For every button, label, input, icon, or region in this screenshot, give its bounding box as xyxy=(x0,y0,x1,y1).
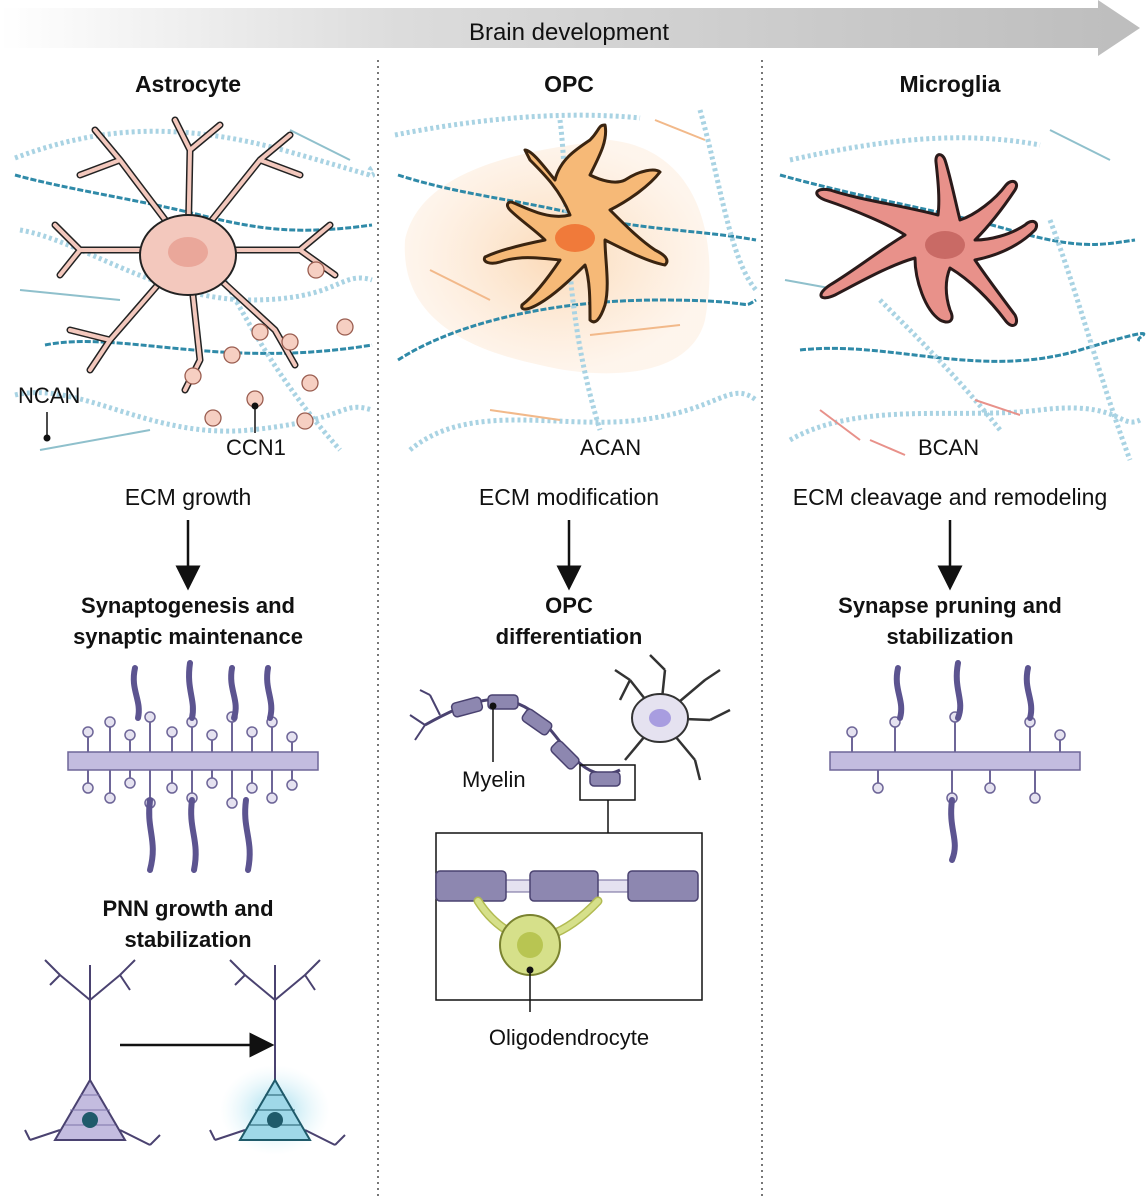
opc-cell xyxy=(482,123,669,324)
myelin-label: Myelin xyxy=(462,767,526,792)
neuron-with-pnn xyxy=(209,959,346,1155)
ncan-pointer-dot xyxy=(43,434,51,442)
outcome-opc-line1: OPC xyxy=(545,593,593,618)
myelin-pointer-dot xyxy=(489,702,497,710)
banner-label: Brain development xyxy=(469,19,669,46)
ecm-microglia-region xyxy=(779,129,1146,461)
synapse-dense-illustration xyxy=(67,660,319,873)
column-title-microglia: Microglia xyxy=(900,71,1001,97)
step-label-opc: ECM modification xyxy=(479,484,659,510)
astrocyte-nucleus xyxy=(168,237,208,267)
oligodendrocyte-pointer-dot xyxy=(526,966,534,974)
ccn1-label: CCN1 xyxy=(226,435,286,460)
acan-label: ACAN xyxy=(580,435,641,460)
microglia-nucleus xyxy=(925,231,965,259)
oligodendrocyte-cell xyxy=(614,654,731,781)
zoom-inset xyxy=(435,832,703,1001)
outcome-opc-line2: differentiation xyxy=(496,624,643,649)
oligodendrocyte-label: Oligodendrocyte xyxy=(489,1025,649,1050)
myelinated-axon xyxy=(409,689,621,787)
step-label-microglia: ECM cleavage and remodeling xyxy=(793,484,1108,510)
pnn-label-line2: stabilization xyxy=(124,927,251,952)
outcome-astrocyte-line2: synaptic maintenance xyxy=(73,624,303,649)
column-title-opc: OPC xyxy=(544,71,594,97)
ccn1-pointer-dot xyxy=(251,402,259,410)
neuron-without-pnn xyxy=(24,959,161,1146)
brain-development-banner: Brain development xyxy=(0,0,1140,56)
pnn-label-line1: PNN growth and xyxy=(102,896,273,921)
synapse-pruned-illustration xyxy=(829,660,1081,863)
outcome-microglia-line1: Synapse pruning and xyxy=(838,593,1062,618)
ncan-label: NCAN xyxy=(18,383,80,408)
outcome-astrocyte-line1: Synaptogenesis and xyxy=(81,593,295,618)
outcome-microglia-line2: stabilization xyxy=(886,624,1013,649)
bcan-label: BCAN xyxy=(918,435,979,460)
column-title-astrocyte: Astrocyte xyxy=(135,71,241,97)
opc-nucleus xyxy=(555,224,595,252)
step-label-astrocyte: ECM growth xyxy=(125,484,252,510)
banner-arrow-shape xyxy=(0,0,1140,56)
ccn1-particles xyxy=(184,261,354,430)
